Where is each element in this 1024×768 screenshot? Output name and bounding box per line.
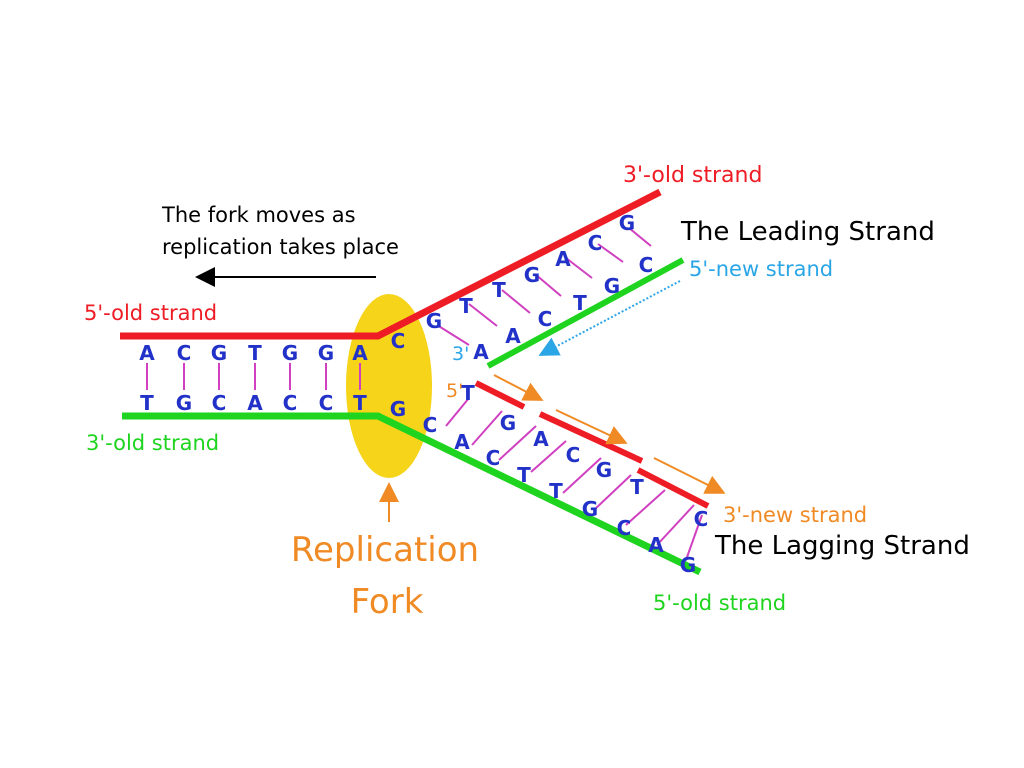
base-lagging-old: T: [549, 479, 563, 503]
lagging-synthesis-arrow-1: [493, 374, 544, 401]
base-left-bottom: C: [283, 391, 298, 415]
base-leading-old: A: [555, 247, 571, 271]
old-strand-bottom: [122, 412, 702, 576]
base-lagging-new: G: [596, 458, 612, 482]
base-lagging-old: G: [582, 497, 598, 521]
base-leading-old: T: [459, 294, 473, 318]
base-leading-new: T: [573, 291, 587, 315]
base-left-top: A: [352, 341, 368, 365]
base-leading-old: G: [524, 263, 540, 287]
base-lagging-new: C: [694, 507, 709, 531]
base-lagging-old: T: [517, 463, 531, 487]
base-left-top: G: [211, 341, 227, 365]
base-leading-old: G: [619, 211, 635, 235]
label-fork-title-line2: Fork: [351, 582, 424, 622]
base-lagging-new: T: [461, 381, 475, 405]
base-lagging-old: C: [486, 446, 501, 470]
base-left-bottom: C: [319, 391, 334, 415]
base-lagging-old: C: [617, 516, 632, 540]
lagging-synthesis-arrow-3: [653, 457, 726, 494]
base-lagging-old: A: [648, 533, 664, 557]
label-old-strand-top-left: 5'-old strand: [84, 301, 217, 325]
base-left-top: T: [248, 341, 262, 365]
base-left-bottom: A: [247, 391, 263, 415]
base-lagging-old: C: [423, 413, 438, 437]
base-leading-new: A: [505, 324, 521, 348]
base-lagging-new: C: [566, 443, 581, 467]
base-left-top: G: [282, 341, 298, 365]
leading-new-strand: [486, 257, 685, 369]
base-leading-old: C: [588, 231, 603, 255]
label-fork-title-line1: Replication: [291, 530, 479, 570]
leading-pair-lines: [436, 227, 652, 346]
lagging-fragment-2: [538, 411, 644, 464]
lagging-fragment-3: [636, 467, 710, 509]
base-leading-new: A: [473, 340, 489, 364]
base-leading-new: C: [639, 253, 654, 277]
label-fork-moves-line1: The fork moves as: [161, 203, 356, 227]
base-fork-bottom: G: [390, 397, 406, 421]
base-leading-old: G: [426, 309, 442, 333]
lagging-fragment-1: [474, 380, 526, 410]
base-lagging-old: G: [680, 553, 696, 577]
base-lagging-old: A: [454, 430, 470, 454]
label-leading-three-prime: 3': [452, 343, 469, 365]
base-left-bottom: G: [176, 391, 192, 415]
base-left-bottom: T: [353, 391, 367, 415]
label-old-strand-bottom-right: 5'-old strand: [653, 591, 786, 615]
old-strand-top: [120, 188, 662, 340]
fork-bubble: [346, 294, 432, 478]
label-leading-strand: The Leading Strand: [680, 217, 935, 247]
label-old-strand-bottom-left: 3'-old strand: [86, 431, 219, 455]
label-new-strand-leading: 5'-new strand: [689, 257, 833, 281]
base-left-top: C: [177, 341, 192, 365]
base-leading-new: G: [604, 274, 620, 298]
base-lagging-new: T: [630, 475, 644, 499]
lagging-synthesis-arrow-2: [555, 409, 628, 445]
label-new-strand-lagging: 3'-new strand: [723, 503, 867, 527]
label-lagging-five-prime: 5': [446, 380, 463, 402]
base-left-bottom: T: [140, 391, 154, 415]
lagging-pair-lines: [445, 397, 703, 561]
label-lagging-strand: The Lagging Strand: [714, 531, 970, 561]
label-top-old-strand-right: 3'-old strand: [623, 163, 762, 188]
base-left-top: G: [318, 341, 334, 365]
base-lagging-new: A: [533, 427, 549, 451]
label-fork-moves-line2: replication takes place: [162, 235, 399, 259]
base-leading-old: T: [492, 278, 506, 302]
base-left-top: A: [139, 341, 155, 365]
left-pair-lines: [146, 363, 361, 390]
base-fork-top: C: [391, 329, 406, 353]
base-lagging-new: G: [500, 411, 516, 435]
base-left-bottom: C: [212, 391, 227, 415]
base-leading-new: C: [538, 307, 553, 331]
